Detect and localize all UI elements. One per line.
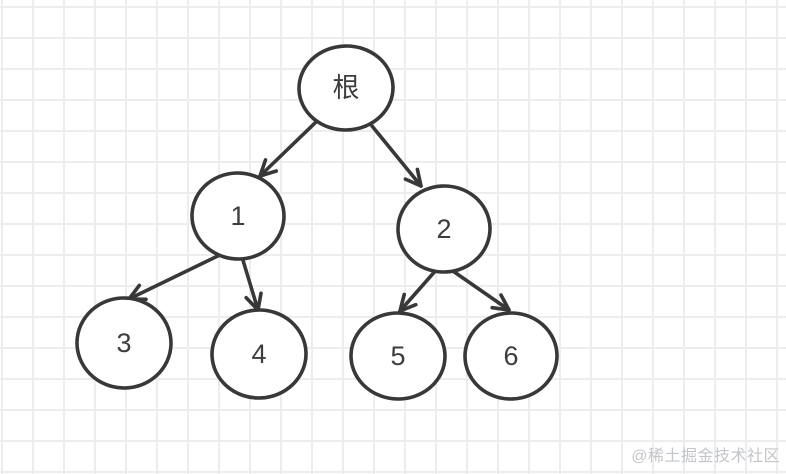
edge-n1-n4 (240, 255, 263, 312)
arrowhead-icon (258, 158, 279, 178)
tree-node-n6: 6 (463, 311, 559, 401)
edge-root-n1 (258, 120, 318, 178)
node-label: 6 (503, 341, 518, 371)
node-label: 根 (333, 73, 360, 103)
tree-node-n4: 4 (210, 308, 308, 400)
node-label: 1 (230, 201, 245, 231)
edge-n2-n6 (448, 267, 511, 312)
edge-n2-n5 (398, 267, 439, 313)
edge-n1-n3 (127, 249, 230, 302)
tree-node-n1: 1 (190, 171, 286, 261)
node-label: 3 (116, 328, 131, 358)
arrowhead-icon (490, 293, 511, 312)
node-label: 4 (251, 339, 266, 369)
watermark-text: @稀土掘金技术社区 (631, 448, 780, 465)
node-label: 5 (390, 341, 405, 371)
tree-node-n2: 2 (396, 184, 492, 274)
tree-node-root: 根 (297, 44, 395, 132)
tree-node-n3: 3 (75, 296, 173, 390)
node-label: 2 (436, 214, 451, 244)
tree-node-n5: 5 (349, 311, 447, 401)
arrowhead-icon (403, 167, 423, 188)
edge-root-n2 (370, 124, 423, 188)
arrowhead-icon (398, 292, 418, 313)
